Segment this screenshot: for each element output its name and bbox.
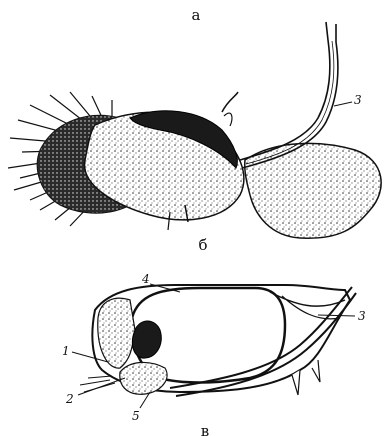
callout-bottom-5: 5	[132, 409, 140, 423]
panel-label-b: б	[198, 236, 207, 254]
pointer-top-3	[334, 102, 352, 106]
right-lobe	[245, 143, 381, 238]
callout-bottom-4: 4	[141, 272, 150, 286]
callout-bottom-1: 1	[62, 344, 70, 358]
callout-top-3: 3	[354, 93, 362, 107]
pointer-bottom-2	[78, 378, 125, 395]
top-specimen	[8, 22, 381, 238]
filament	[222, 92, 238, 112]
callout-bottom-2: 2	[65, 392, 74, 406]
callout-bottom-3: 3	[358, 309, 366, 323]
panel-label-v: в	[201, 422, 209, 436]
bottom-specimen	[72, 284, 356, 408]
panel-label-a: а	[192, 6, 201, 24]
